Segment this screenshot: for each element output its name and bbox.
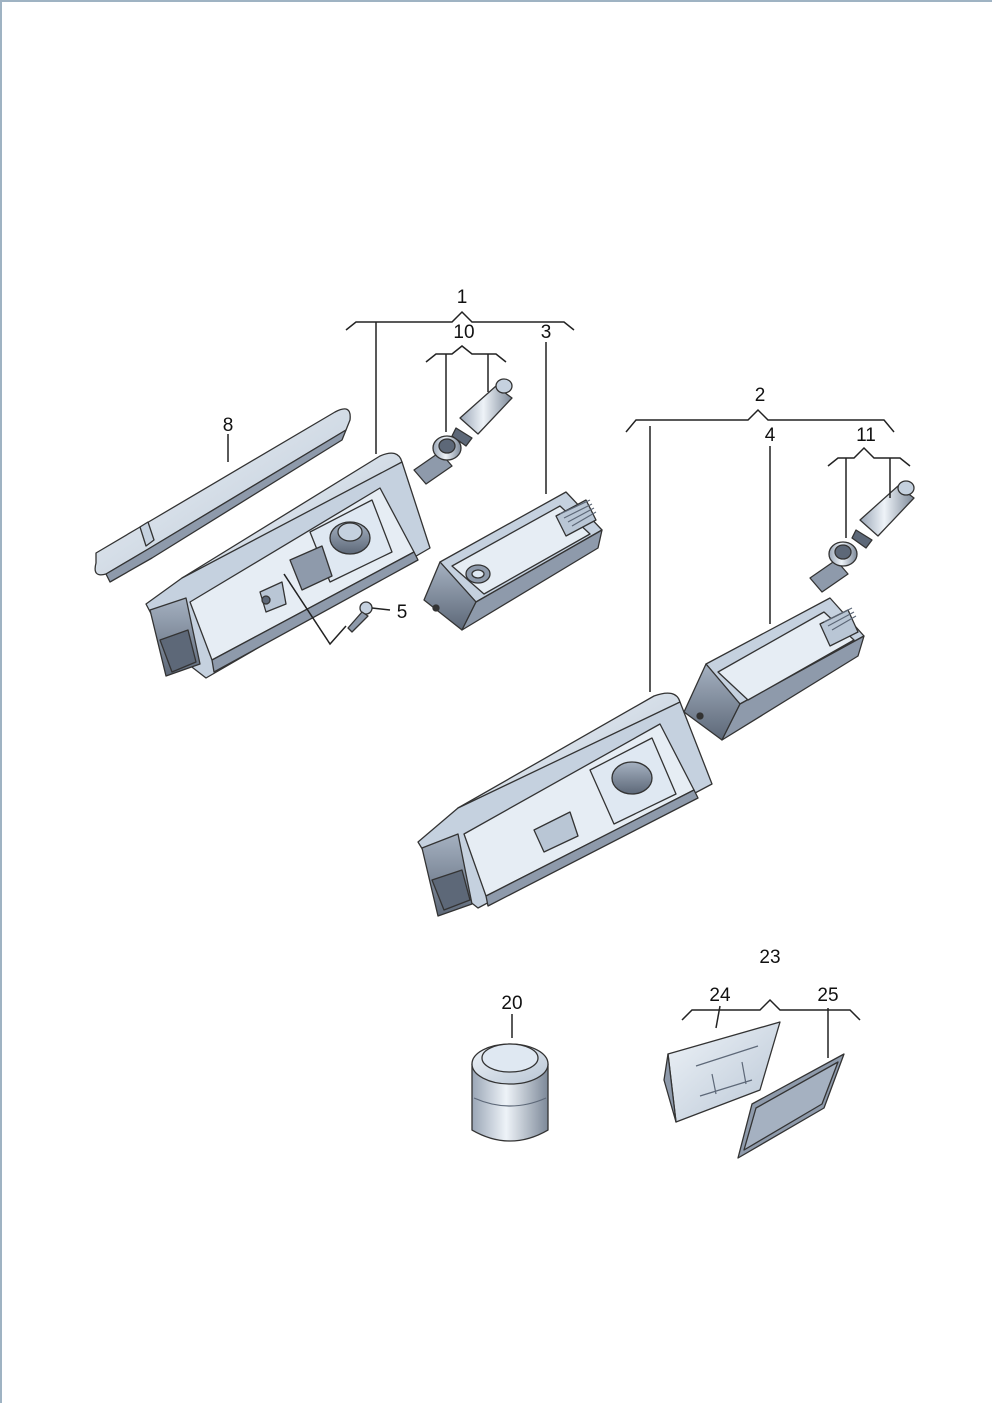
callout-20: 20 xyxy=(501,993,522,1014)
part-1-tray-assembly xyxy=(145,452,431,679)
part-20-cup xyxy=(471,1043,549,1142)
leader-lines xyxy=(227,310,911,1058)
bracket-1 xyxy=(345,310,575,331)
callout-8: 8 xyxy=(223,415,234,436)
callout-5: 5 xyxy=(397,602,408,623)
bracket-10 xyxy=(425,345,507,363)
part-11-lighter-pair xyxy=(809,480,915,593)
bracket-23 xyxy=(681,998,861,1021)
leader-5 xyxy=(371,607,391,611)
part-5-screw xyxy=(347,601,373,633)
callout-23: 23 xyxy=(759,947,780,968)
callout-2: 2 xyxy=(755,385,766,406)
part-8-trim-strip xyxy=(94,408,351,583)
part-25-mat xyxy=(737,1053,845,1159)
leader-5-dashed xyxy=(283,573,347,646)
part-3-insert-tray xyxy=(423,491,603,631)
callout-4: 4 xyxy=(765,425,776,446)
part-10-lighter-pair xyxy=(413,378,513,485)
leader-24 xyxy=(715,1005,721,1029)
callout-25: 25 xyxy=(817,985,838,1006)
part-2-tray-assembly xyxy=(417,692,713,917)
callout-3: 3 xyxy=(541,322,552,343)
bracket-11 xyxy=(827,446,911,467)
callout-1: 1 xyxy=(457,287,468,308)
part-4-insert-tray xyxy=(683,597,865,741)
callout-11: 11 xyxy=(856,425,876,446)
part-24-box xyxy=(663,1021,781,1123)
callout-24: 24 xyxy=(709,985,731,1006)
callout-10: 10 xyxy=(453,322,474,343)
bracket-2 xyxy=(625,408,895,433)
